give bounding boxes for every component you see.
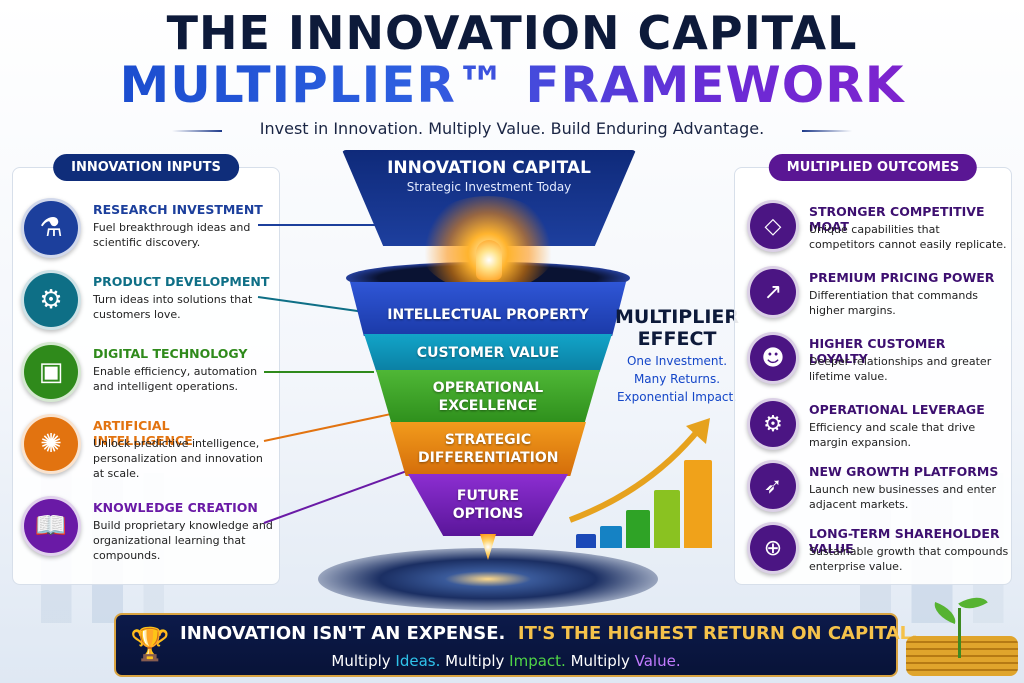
- tagline: Invest in Innovation. Multiply Value. Bu…: [259, 119, 765, 138]
- growth-bar: [684, 460, 712, 548]
- input-heading: DIGITAL TECHNOLOGY: [93, 346, 248, 361]
- lightbulb-icon: [476, 240, 502, 280]
- outcome-desc: Efficiency and scale that drive margin e…: [809, 421, 976, 449]
- outcome-item: ⊕ LONG-TERM SHAREHOLDER VALUE Sustainabl…: [743, 518, 1008, 588]
- growth-arrow-icon: [568, 418, 710, 523]
- input-item-research: ⚗ RESEARCH INVESTMENT Fuel breakthrough …: [21, 194, 273, 264]
- tagline-rule-left: [172, 130, 222, 132]
- diamond-icon: ◇: [747, 200, 799, 252]
- banner-headline: INNOVATION ISN'T AN EXPENSE. IT'S THE HI…: [180, 623, 918, 644]
- outcome-desc: Deeper relationships and greater lifetim…: [809, 355, 992, 383]
- input-desc: Unlock predictive intelligence, personal…: [93, 437, 263, 480]
- brain-icon: ✺: [21, 414, 81, 474]
- outcome-item: ◇ STRONGER COMPETITIVE MOAT Unique capab…: [743, 196, 1007, 266]
- book-icon: 📖: [21, 496, 81, 556]
- inputs-title: INNOVATION INPUTS: [53, 154, 239, 181]
- growth-bar: [654, 490, 680, 548]
- multiplied-outcomes-panel: MULTIPLIED OUTCOMES ◇ STRONGER COMPETITI…: [734, 154, 1012, 588]
- outcome-item: ➶ NEW GROWTH PLATFORMS Launch new busine…: [743, 456, 1005, 526]
- input-item-knowledge: 📖 KNOWLEDGE CREATION Build proprietary k…: [21, 492, 273, 562]
- outcome-desc: Differentiation that commands higher mar…: [809, 289, 979, 317]
- funnel-layer-strategic: STRATEGIC DIFFERENTIATION: [390, 422, 586, 476]
- outcome-desc: Sustainable growth that compounds enterp…: [809, 545, 1009, 573]
- growth-bar: [576, 534, 596, 548]
- outcome-desc: Unique capabilities that competitors can…: [809, 223, 1007, 251]
- input-desc: Enable efficiency, automation and intell…: [93, 365, 258, 393]
- banner-subline: Multiply Ideas. Multiply Impact. Multipl…: [331, 652, 681, 670]
- outcome-item: ☻ HIGHER CUSTOMER LOYALTY Deeper relatio…: [743, 328, 1005, 398]
- outcomes-title: MULTIPLIED OUTCOMES: [768, 154, 978, 181]
- connector-arrow: [264, 371, 374, 373]
- input-item-product: ⚙ PRODUCT DEVELOPMENT Turn ideas into so…: [21, 266, 273, 336]
- rocket-icon: ➶: [747, 460, 799, 512]
- funnel-top-subtitle: Strategic Investment Today: [406, 180, 572, 194]
- people-icon: ☻: [747, 332, 799, 384]
- growth-bar: [626, 510, 650, 548]
- globe-icon: ⊕: [747, 522, 799, 574]
- funnel-layer-ip: INTELLECTUAL PROPERTY: [350, 282, 626, 336]
- growth-chart-icon: ↗: [747, 266, 799, 318]
- input-desc: Fuel breakthrough ideas and scientific d…: [93, 221, 251, 249]
- input-heading: KNOWLEDGE CREATION: [93, 500, 258, 515]
- multiplier-title: MULTIPLIER EFFECT: [614, 306, 740, 350]
- funnel-layer-operational: OPERATIONAL EXCELLENCE: [376, 370, 600, 424]
- outcome-item: ↗ PREMIUM PRICING POWER Differentiation …: [743, 262, 1005, 332]
- title-line-2: MULTIPLIER™ FRAMEWORK: [0, 56, 1024, 114]
- flask-icon: ⚗: [21, 198, 81, 258]
- funnel-top-title: INNOVATION CAPITAL: [387, 158, 591, 178]
- seedling-icon: [914, 586, 1004, 676]
- title-line-1: THE INNOVATION CAPITAL: [166, 6, 858, 60]
- tagline-rule-right: [802, 130, 852, 132]
- outcome-desc: Launch new businesses and enter adjacent…: [809, 483, 997, 511]
- outcome-heading: NEW GROWTH PLATFORMS: [809, 464, 999, 479]
- innovation-inputs-panel: INNOVATION INPUTS ⚗ RESEARCH INVESTMENT …: [12, 154, 280, 585]
- gears-icon: ⚙: [747, 398, 799, 450]
- input-desc: Build proprietary knowledge and organiza…: [93, 519, 273, 562]
- funnel-layer-customer: CUSTOMER VALUE: [364, 334, 612, 372]
- outcome-heading: PREMIUM PRICING POWER: [809, 270, 995, 285]
- outcome-heading: HIGHER CUSTOMER LOYALTY: [809, 336, 946, 366]
- gear-code-icon: ⚙: [21, 270, 81, 330]
- input-heading: ARTIFICIAL INTELLIGENCE: [93, 418, 193, 448]
- input-desc: Turn ideas into solutions that customers…: [93, 293, 253, 321]
- outcome-item: ⚙ OPERATIONAL LEVERAGE Efficiency and sc…: [743, 394, 1005, 464]
- chip-icon: ▣: [21, 342, 81, 402]
- outcome-heading: OPERATIONAL LEVERAGE: [809, 402, 985, 417]
- growth-bar: [600, 526, 622, 548]
- outcome-heading: STRONGER COMPETITIVE MOAT: [809, 204, 985, 234]
- outcome-heading: LONG-TERM SHAREHOLDER VALUE: [809, 526, 1000, 556]
- input-item-digital: ▣ DIGITAL TECHNOLOGY Enable efficiency, …: [21, 338, 273, 408]
- connector-arrow: [258, 224, 408, 226]
- input-heading: PRODUCT DEVELOPMENT: [93, 274, 270, 289]
- coin-stack-icon: [906, 636, 1018, 676]
- trophy-icon: 🏆: [130, 625, 170, 663]
- connector-arrow: [263, 412, 394, 442]
- bottom-banner: 🏆 INNOVATION ISN'T AN EXPENSE. IT'S THE …: [114, 613, 918, 677]
- multiplier-subtext: One Investment. Many Returns. Exponentia…: [616, 354, 738, 404]
- input-heading: RESEARCH INVESTMENT: [93, 202, 263, 217]
- input-item-ai: ✺ ARTIFICIAL INTELLIGENCE Unlock predict…: [21, 410, 273, 480]
